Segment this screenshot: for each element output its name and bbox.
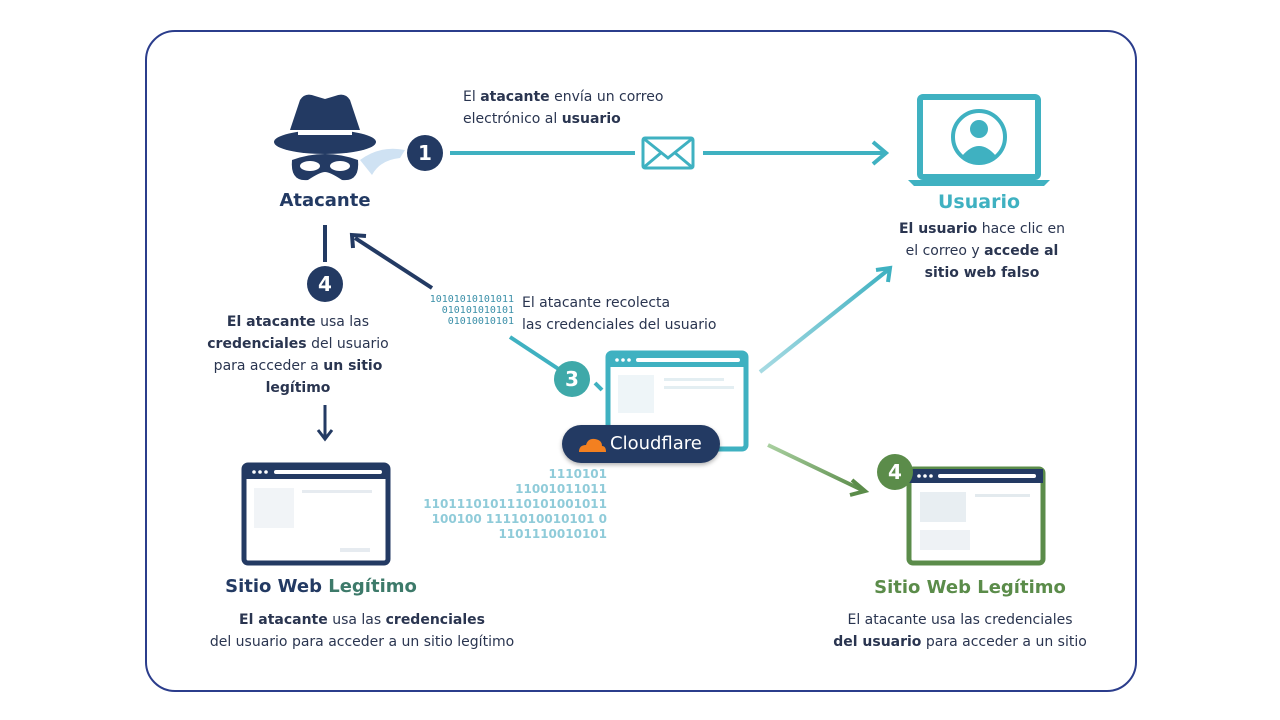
user-description: El usuario hace clic en el correo y acce… [898, 221, 1066, 281]
connector-line [767, 443, 863, 492]
browser-window-icon [241, 462, 391, 566]
step-badge-1: 1 [407, 135, 443, 171]
arrow-icon [316, 429, 334, 442]
cloudflare-badge: Cloudflare [562, 425, 720, 463]
legit-right-description: El atacante usa las credenciales del usu… [833, 612, 1087, 650]
diagram-frame [145, 30, 1137, 692]
cloud-icon [579, 438, 606, 452]
attacker-label: Atacante [279, 190, 371, 211]
arrow-icon [871, 140, 890, 166]
envelope-icon [641, 136, 695, 170]
arrow-icon [849, 478, 870, 497]
cloudflare-label: Cloudflare [610, 433, 702, 454]
spy-hat-icon [274, 94, 405, 181]
legit-right-title: Sitio Web Legítimo [874, 577, 1066, 598]
legit-left-description: El atacante usa las credenciales del usu… [209, 612, 515, 650]
browser-window-icon [906, 466, 1046, 566]
connector-line [593, 381, 604, 392]
step-badge-4-right: 4 [877, 454, 913, 490]
legit-left-title: Sitio Web Legítimo [225, 576, 417, 597]
step1-description: El atacante envía un correo electrónico … [463, 89, 664, 127]
arrow-icon [349, 232, 367, 249]
connector-line [508, 335, 562, 372]
connector-line [353, 236, 434, 290]
connector-line [758, 268, 890, 374]
step-badge-3: 3 [554, 361, 590, 397]
step4-left-description: El atacante usa las credenciales del usu… [207, 314, 389, 396]
binary-data-small: 10101010101011 010101010101 01010010101 [429, 294, 514, 327]
user-label: Usuario [937, 191, 1021, 213]
binary-stream: 1110101 11001011011 11011101011101010010… [423, 467, 607, 541]
step-badge-4-left: 4 [307, 266, 343, 302]
arrow-icon [875, 265, 893, 283]
laptop-user-icon [908, 94, 1050, 186]
